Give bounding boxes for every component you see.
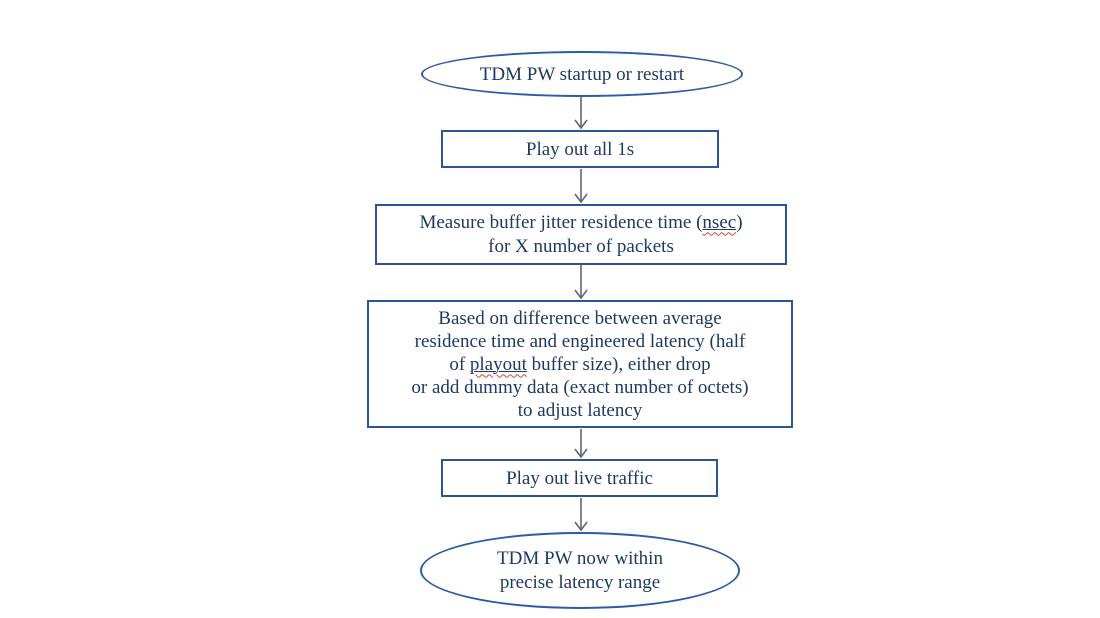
node-label-line2: residence time and engineered latency (h… — [414, 330, 746, 352]
node-label: TDM PW startup or restart — [479, 63, 685, 85]
flow-node-start: TDM PW startup or restart — [421, 51, 743, 97]
node-label-line3: of playout buffer size), either drop — [449, 353, 711, 375]
flow-node-measure: Measure buffer jitter residence time (ns… — [375, 204, 787, 265]
arrow-down-icon — [574, 169, 588, 204]
flow-node-adjust: Based on difference between average resi… — [367, 300, 793, 428]
underlined-term: nsec — [702, 212, 736, 233]
node-label-line1: Measure buffer jitter residence time (ns… — [419, 211, 743, 233]
arrow-down-icon — [574, 97, 588, 130]
arrow-down-icon — [574, 498, 588, 532]
misspelled-word: playout — [469, 353, 527, 375]
node-label: Play out all 1s — [525, 138, 635, 160]
node-label-line4: or add dummy data (exact number of octet… — [411, 376, 749, 398]
node-label-line2: precise latency range — [499, 571, 661, 593]
flow-node-play-all-1s: Play out all 1s — [441, 130, 719, 168]
underlined-term: playout — [470, 354, 527, 375]
misspelled-word: nsec — [702, 211, 737, 233]
node-label-line1: Based on difference between average — [438, 307, 722, 329]
node-label-line1: TDM PW now within — [497, 547, 663, 569]
flow-node-play-live: Play out live traffic — [441, 459, 718, 497]
node-label-line5: to adjust latency — [517, 399, 643, 421]
arrow-down-icon — [574, 265, 588, 300]
node-label: Play out live traffic — [506, 467, 653, 489]
node-label-line2: for X number of packets — [488, 235, 674, 257]
arrow-down-icon — [574, 429, 588, 459]
flow-node-end: TDM PW now within precise latency range — [420, 532, 740, 609]
